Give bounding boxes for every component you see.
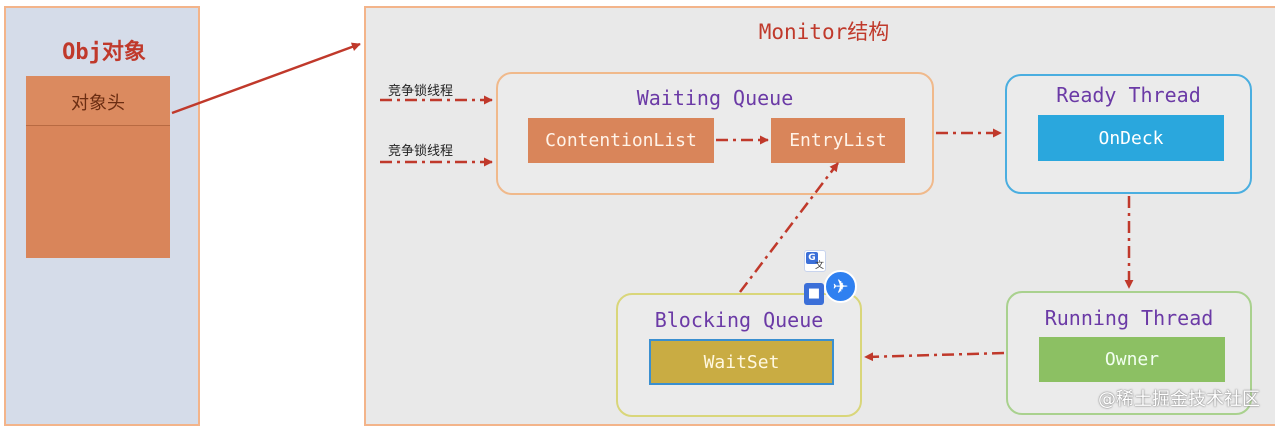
obj-header-block: 对象头 (26, 76, 170, 126)
incoming-thread-label: 竞争锁线程 (388, 144, 454, 159)
obj-header-label: 对象头 (71, 93, 125, 114)
entry-list-box: EntryList (771, 118, 905, 163)
on-deck-box: OnDeck (1038, 115, 1224, 161)
blocking-queue-label: Blocking Queue (654, 308, 824, 332)
watermark: @稀土掘金技术社区 (1098, 389, 1260, 410)
blocking-to-entry-arrow (739, 162, 839, 293)
wait-set-box: WaitSet (649, 339, 834, 385)
incoming-thread-label: 竞争锁线程 (388, 84, 454, 99)
contention-list-box: ContentionList (528, 118, 714, 163)
airplane-icon[interactable]: ✈ (824, 270, 857, 303)
translate-icon[interactable]: G 文 (804, 250, 826, 272)
header-to-monitor-arrow (171, 42, 361, 115)
running-to-blocking-arrow (864, 351, 1005, 362)
translate-a-glyph: 文 (814, 261, 824, 271)
owner-box: Owner (1039, 337, 1225, 382)
book-icon[interactable]: ■ (804, 283, 824, 305)
running-thread-label: Running Thread (1044, 306, 1214, 330)
translate-g-glyph: G (806, 252, 818, 264)
ready-thread-label: Ready Thread (1056, 83, 1201, 107)
obj-title: Obj对象 (62, 40, 146, 65)
waiting-queue-label: Waiting Queue (636, 86, 794, 110)
monitor-title: Monitor结构 (758, 20, 890, 44)
